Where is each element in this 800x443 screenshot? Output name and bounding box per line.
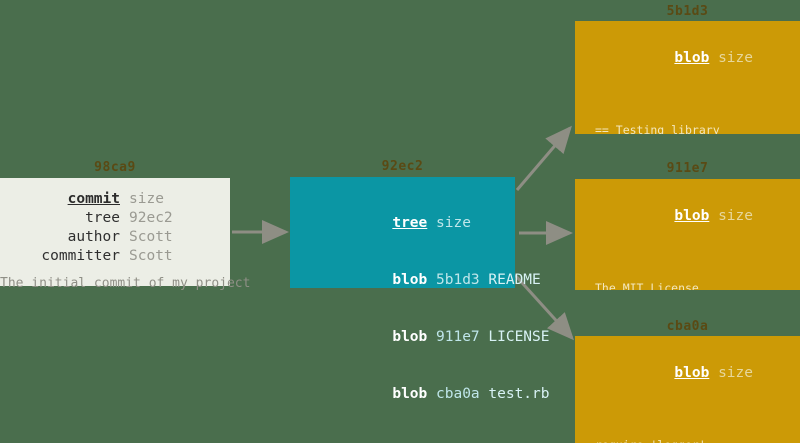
tree-entry-type: blob	[392, 386, 428, 402]
blob-hash-label: 5b1d3	[666, 4, 709, 19]
commit-field-value: Scott	[129, 229, 173, 245]
commit-field-value: Scott	[129, 248, 173, 264]
commit-row: committer Scott	[32, 247, 198, 266]
blob-header: blob size	[575, 179, 800, 240]
blob-header: blob size	[575, 21, 800, 82]
tree-hash-label: 92ec2	[381, 159, 424, 174]
tree-entry-row: blob cba0a test.rb	[323, 366, 549, 423]
tree-entry-row: blob 5b1d3 README	[323, 252, 540, 309]
blob-keyword: blob	[674, 50, 710, 66]
blob-size-label: size	[718, 365, 753, 381]
arrow-tree-to-blob-1	[515, 125, 572, 191]
blob-content: The MIT License Copyright (c) 2008 Scott…	[575, 240, 800, 290]
tree-entry-hash: 5b1d3	[436, 272, 480, 288]
commit-field-key: author	[67, 229, 120, 245]
blob-object-box[interactable]: blob size The MIT License Copyright (c) …	[575, 179, 800, 290]
tree-entry-type: blob	[392, 329, 428, 345]
commit-field-value: 92ec2	[129, 210, 173, 226]
tree-size-label: size	[436, 215, 471, 231]
blob-keyword: blob	[674, 365, 710, 381]
commit-row: author Scott	[32, 228, 198, 247]
tree-object-box[interactable]: tree size blob 5b1d3 README blob 911e7 L…	[290, 177, 550, 402]
blob-content-line: == Testing library	[595, 123, 720, 134]
commit-row: tree 92ec2	[32, 209, 198, 228]
commit-field-key: commit	[67, 191, 120, 207]
blob-content-line: require 'logger'	[595, 438, 800, 443]
tree-entry-hash: cba0a	[436, 386, 480, 402]
commit-field-list: commit size tree 92ec2 author Scott comm…	[32, 190, 198, 266]
tree-entry-name: test.rb	[488, 386, 550, 402]
blob-content-line: The MIT License	[595, 281, 699, 290]
commit-row: commit size	[32, 190, 198, 209]
blob-size-label: size	[718, 50, 753, 66]
commit-field-key: committer	[41, 248, 120, 264]
tree-entry-hash: 911e7	[436, 329, 480, 345]
tree-header-row: tree size	[323, 195, 483, 252]
blob-content: == Testing library This library is used …	[575, 82, 800, 134]
tree-entry-list: tree size blob 5b1d3 README blob 911e7 L…	[323, 195, 549, 423]
tree-entry-type: blob	[392, 272, 428, 288]
commit-field-key: tree	[85, 210, 120, 226]
tree-entry-name: LICENSE	[488, 329, 550, 345]
blob-hash-label: 911e7	[666, 161, 709, 176]
blob-hash-label: cba0a	[666, 319, 709, 334]
blob-object-box[interactable]: blob size == Testing library This librar…	[575, 21, 800, 134]
commit-field-value: size	[129, 191, 164, 207]
tree-entry-row: blob 911e7 LICENSE	[323, 309, 549, 366]
commit-hash-label: 98ca9	[94, 160, 136, 175]
commit-object-box[interactable]: commit size tree 92ec2 author Scott comm…	[0, 178, 250, 291]
blob-content: require 'logger' require 'test/unit' cla…	[575, 397, 800, 443]
commit-message: The initial commit of my project	[0, 276, 251, 291]
blob-keyword: blob	[674, 208, 710, 224]
blob-object-box[interactable]: blob size require 'logger' require 'test…	[575, 336, 800, 443]
blob-size-label: size	[718, 208, 753, 224]
tree-keyword: tree	[392, 215, 428, 231]
tree-entry-name: README	[488, 272, 541, 288]
blob-header: blob size	[575, 336, 800, 397]
